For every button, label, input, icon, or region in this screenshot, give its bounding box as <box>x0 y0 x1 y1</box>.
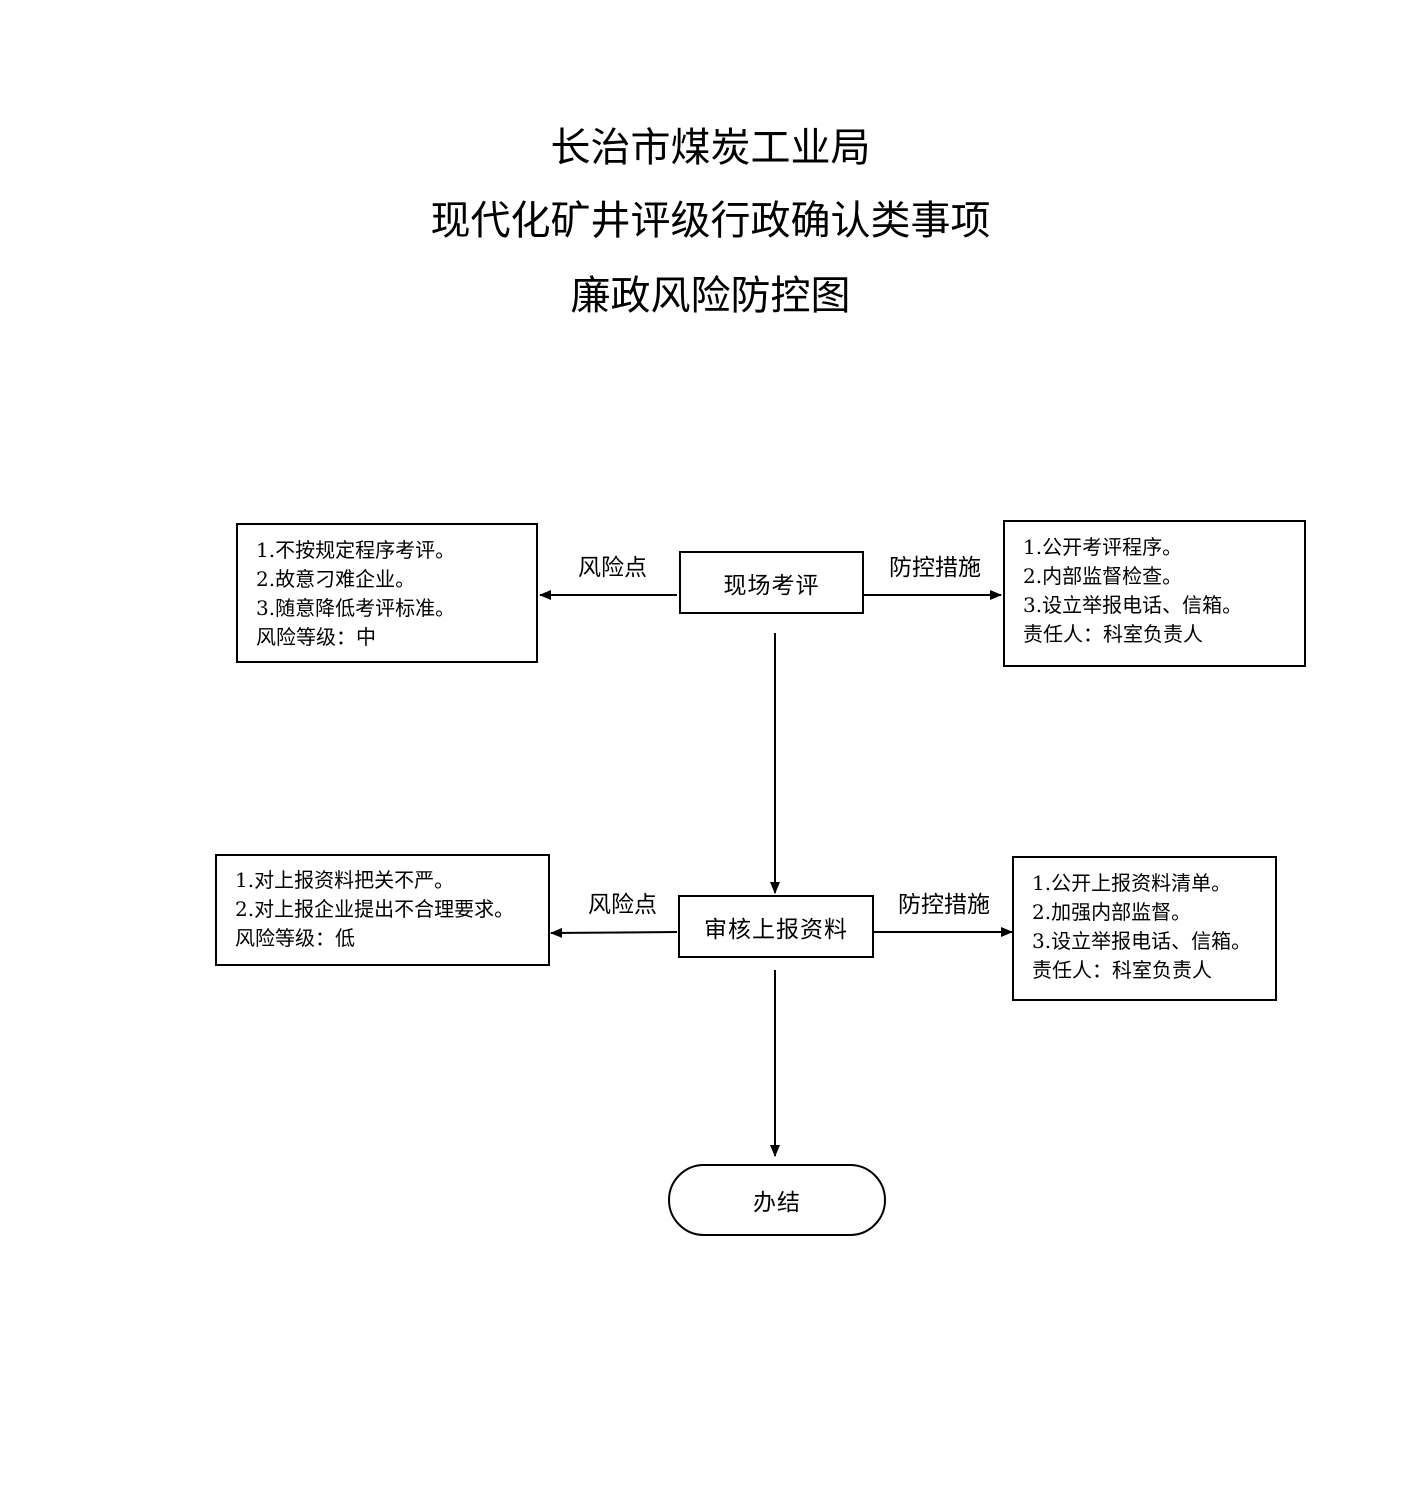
step1-risk-item: 3.随意降低考评标准。 <box>256 596 456 620</box>
title-line-3: 廉政风险防控图 <box>570 273 851 319</box>
step2-control-box: 1.公开上报资料清单。 2.加强内部监督。 3.设立举报电话、信箱。 责任人：科… <box>1012 856 1277 1001</box>
step2-control-item: 1.公开上报资料清单。 <box>1032 871 1232 895</box>
step2-node: 审核上报资料 <box>678 895 874 958</box>
step1-control-label: 防控措施 <box>889 555 981 581</box>
step1-risk-item: 2.故意刁难企业。 <box>256 567 416 591</box>
step2-risk-item: 2.对上报企业提出不合理要求。 <box>235 897 515 921</box>
title-line-2: 现代化矿井评级行政确认类事项 <box>430 198 991 244</box>
step2-control-owner: 责任人：科室负责人 <box>1032 958 1212 982</box>
step2-control-item: 3.设立举报电话、信箱。 <box>1032 929 1252 953</box>
step1-risk-label: 风险点 <box>578 555 647 581</box>
step1-control-item: 1.公开考评程序。 <box>1023 535 1183 559</box>
step1-control-box: 1.公开考评程序。 2.内部监督检查。 3.设立举报电话、信箱。 责任人：科室负… <box>1003 520 1306 667</box>
step1-control-item: 2.内部监督检查。 <box>1023 564 1183 588</box>
end-node: 办结 <box>668 1164 886 1236</box>
step1-risk-box: 1.不按规定程序考评。 2.故意刁难企业。 3.随意降低考评标准。 风险等级：中 <box>236 523 538 663</box>
step2-control-item: 2.加强内部监督。 <box>1032 900 1192 924</box>
step2-risk-level: 风险等级：低 <box>235 926 355 950</box>
step2-control-label: 防控措施 <box>898 892 990 918</box>
step2-risk-item: 1.对上报资料把关不严。 <box>235 868 455 892</box>
step2-risk-label: 风险点 <box>588 892 657 918</box>
step2-risk-box: 1.对上报资料把关不严。 2.对上报企业提出不合理要求。 风险等级：低 <box>215 854 550 966</box>
step1-control-owner: 责任人：科室负责人 <box>1023 622 1203 646</box>
arrow-step2-to-risk <box>550 927 678 938</box>
title-line-1: 长治市煤炭工业局 <box>550 125 871 171</box>
step1-risk-item: 1.不按规定程序考评。 <box>256 538 456 562</box>
step1-control-item: 3.设立举报电话、信箱。 <box>1023 593 1243 617</box>
step1-node: 现场考评 <box>679 551 864 614</box>
step1-risk-level: 风险等级：中 <box>256 625 376 649</box>
